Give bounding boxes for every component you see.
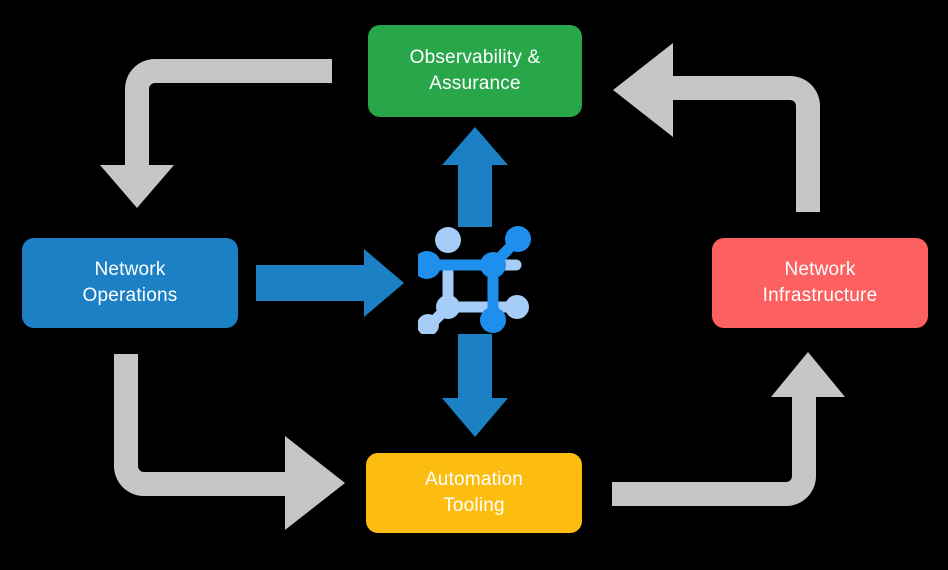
connector-observability-to-netops (100, 59, 332, 208)
connector-netinfra-to-observability (613, 43, 820, 212)
connector-automation-to-netinfra (612, 352, 845, 506)
connector-netops-to-automation (114, 354, 345, 530)
network-topology-icon (413, 222, 536, 336)
node-automation-tooling[interactable]: Automation Tooling (366, 453, 582, 533)
connector-netops-to-center (256, 249, 404, 317)
connector-center-to-observability (442, 127, 508, 227)
node-network-infrastructure[interactable]: Network Infrastructure (712, 238, 928, 328)
topology-nodes-strong (413, 226, 531, 333)
connector-center-to-automation (442, 334, 508, 437)
node-network-operations[interactable]: Network Operations (22, 238, 238, 328)
topology-nodes-light (417, 227, 529, 336)
node-observability-assurance[interactable]: Observability & Assurance (368, 25, 582, 117)
